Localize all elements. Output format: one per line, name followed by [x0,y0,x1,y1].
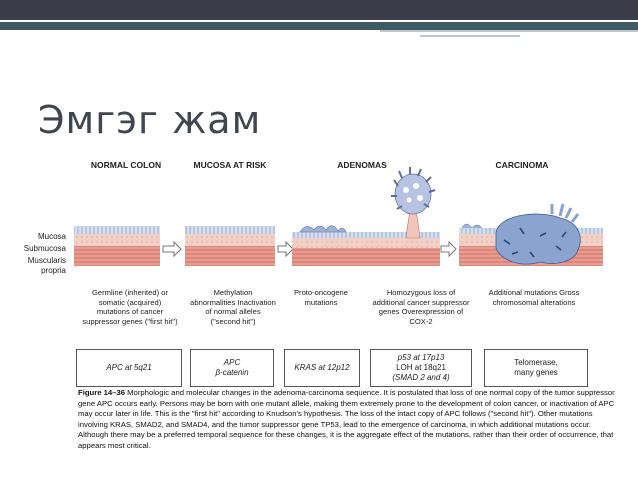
stage-title-adenomas: ADENOMAS [337,160,387,170]
slide-title: Эмгэг жам [38,98,262,142]
stage-title-normal-colon: NORMAL COLON [90,160,162,170]
layer-label-mucosa: Mucosa [37,232,66,241]
description-mucosa-at-risk: Methylation abnormalities Inactivation o… [190,288,276,326]
stage-title-carcinoma: CARCINOMA [495,160,549,170]
description-homozygous-loss: Homozygous loss of additional cancer sup… [372,288,470,326]
gene-box-p53: p53 at 17p13 LOH at 18q21 (SMAD 2 and 4) [370,349,472,387]
header-accent-lines [380,30,638,40]
gene-box-apc-5q21: APC at 5q21 [76,349,182,387]
gene-box-line: KRAS at 12p12 [294,363,350,372]
carcinoma-tissue [459,203,603,266]
gene-box-line: LOH at 18q21 [396,363,446,372]
mucosa-at-risk-tissue [185,226,275,266]
header-band [0,22,638,30]
caption-label: Figure 14–36 [78,388,126,397]
figure-caption: Figure 14–36 Morphologic and molecular c… [78,388,623,452]
stage-title-mucosa-at-risk: MUCOSA AT RISK [193,160,267,170]
gene-box-line: p53 at 17p13 [397,353,445,362]
normal-colon-tissue [74,226,160,266]
layer-label-submucosa: Submucosa [23,244,66,253]
gene-box-kras: KRAS at 12p12 [284,349,360,387]
layer-label-muscularis: Muscularis [27,256,66,265]
gene-box-line: β-catenin [215,368,249,377]
description-additional-mutations: Additional mutations Gross chromosomal a… [488,288,580,307]
top-header-bar [0,0,638,20]
gene-box-line: (SMAD 2 and 4) [392,373,450,382]
adenoma-tissue [292,167,440,266]
gene-box-line: many genes [514,368,558,377]
gene-box-apc-beta-catenin: APC β-catenin [190,349,274,387]
gene-box-line: Telomerase, [514,358,558,367]
gene-box-line: APC [223,358,241,367]
description-normal-colon: Germline (inherited) or somatic (acquire… [82,288,178,326]
gene-box-telomerase: Telomerase, many genes [484,349,588,387]
layer-label-propria: propria [41,266,66,275]
caption-text: Morphologic and molecular changes in the… [78,388,615,450]
description-proto-oncogene: Proto-oncogene mutations [293,288,349,307]
gene-box-line: APC at 5q21 [106,363,152,372]
